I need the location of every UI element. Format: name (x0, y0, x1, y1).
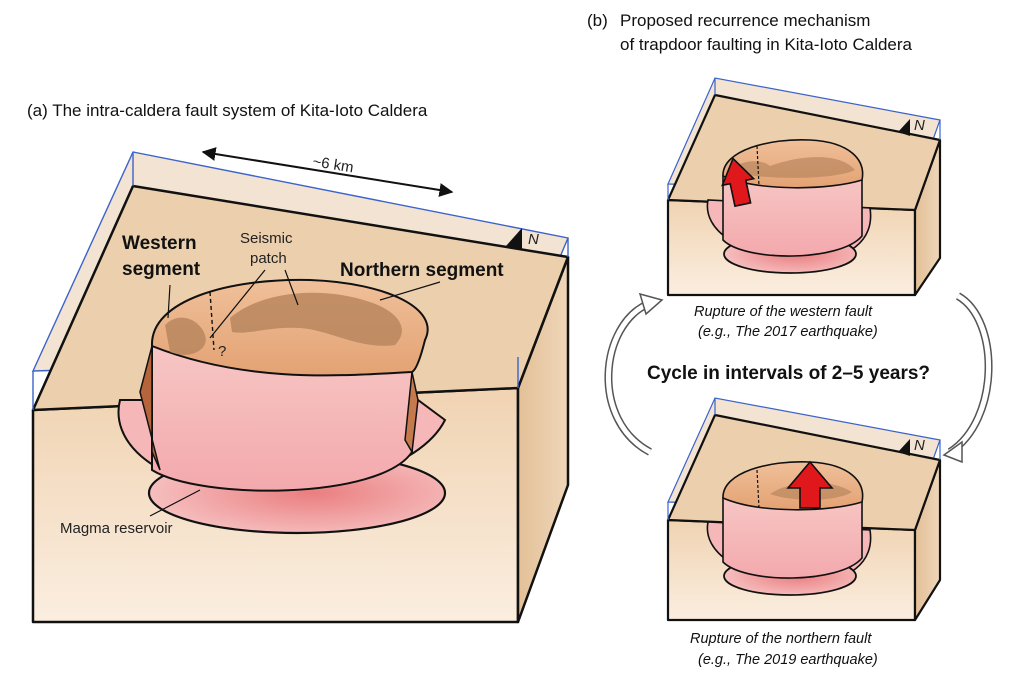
bottom-caption-1: Rupture of the northern fault (690, 631, 872, 647)
cycle-arrow-right (942, 292, 993, 464)
cycle-arrow-left (604, 292, 664, 456)
northern-fault-wall (404, 371, 419, 455)
question-mark: ? (218, 343, 226, 360)
seismic-patch-west (165, 317, 206, 355)
bottom-caption-2: (e.g., The 2019 earthquake) (698, 652, 878, 668)
scale-label: ~6 km (311, 153, 354, 176)
northern-segment-label: Northern segment (340, 260, 504, 281)
north-arrow-b-bottom: N (898, 437, 925, 456)
north-arrow-a: N (506, 228, 539, 250)
panel-b-letter: (b) (587, 11, 608, 30)
svg-text:N: N (914, 437, 925, 454)
north-arrow-b-top: N (898, 117, 925, 136)
seismic-patch-north (230, 292, 402, 346)
seismic-patch-label-2: patch (250, 250, 287, 267)
svg-text:N: N (914, 117, 925, 134)
top-caption-1: Rupture of the western fault (694, 304, 873, 320)
panel-a-caption: (a) The intra-caldera fault system of Ki… (27, 101, 428, 120)
rupture-arrow-north (786, 460, 834, 509)
scale-arrow (201, 147, 454, 197)
rupture-arrow-west (721, 157, 756, 208)
panel-b-caption-1: Proposed recurrence mechanism (620, 11, 870, 30)
top-caption-2: (e.g., The 2017 earthquake) (698, 324, 878, 340)
panel-b-caption-2: of trapdoor faulting in Kita-Ioto Calder… (620, 35, 913, 54)
caldera-a: ? (117, 278, 447, 535)
north-label-a: N (528, 231, 539, 248)
block-bottom-b: N (666, 397, 942, 622)
western-segment-label-1: Western (122, 233, 197, 254)
magma-reservoir-label: Magma reservoir (60, 520, 173, 537)
cycle-text: Cycle in intervals of 2–5 years? (647, 363, 930, 384)
caldera-plug (151, 344, 413, 492)
seismic-patch-label-1: Seismic (240, 230, 293, 247)
western-fault-wall (139, 345, 161, 471)
panel-a: (a) The intra-caldera fault system of Ki… (27, 101, 570, 624)
panel-b: (b) Proposed recurrence mechanism of tra… (587, 11, 993, 668)
western-segment-label-2: segment (122, 259, 201, 280)
block-top-b: N (666, 77, 942, 297)
